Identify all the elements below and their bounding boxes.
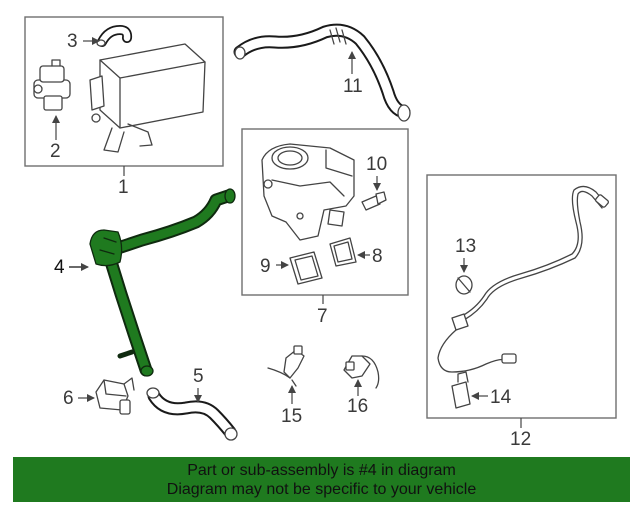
part-10-bolt[interactable] bbox=[361, 191, 387, 211]
part-9-gasket[interactable] bbox=[289, 251, 323, 285]
info-banner: Part or sub-assembly is #4 in diagram Di… bbox=[13, 457, 630, 502]
canister bbox=[89, 43, 206, 153]
callout-5: 5 bbox=[193, 366, 204, 387]
part-11-hose[interactable] bbox=[233, 23, 411, 122]
callout-16: 16 bbox=[347, 396, 368, 417]
banner-line-1: Part or sub-assembly is #4 in diagram bbox=[187, 461, 456, 479]
sensor-line-assembly bbox=[437, 185, 609, 373]
callout-11: 11 bbox=[343, 76, 363, 97]
callout-7: 7 bbox=[317, 306, 328, 327]
callout-3: 3 bbox=[67, 31, 78, 52]
part-6-bracket[interactable] bbox=[95, 377, 135, 415]
parts-diagram: 1 3 2 11 7 bbox=[24, 16, 617, 450]
part-8-gasket[interactable] bbox=[329, 237, 357, 267]
part-2-valve[interactable] bbox=[33, 59, 71, 111]
callout-4: 4 bbox=[54, 257, 65, 278]
part-3-hose[interactable] bbox=[96, 25, 133, 47]
callout-2: 2 bbox=[50, 141, 61, 162]
part-16-fitting[interactable] bbox=[343, 355, 380, 389]
callout-13: 13 bbox=[455, 236, 476, 257]
banner-line-2: Diagram may not be specific to your vehi… bbox=[166, 480, 477, 498]
callout-9: 9 bbox=[260, 256, 271, 277]
callout-15: 15 bbox=[281, 406, 302, 427]
callout-10: 10 bbox=[366, 154, 387, 175]
part-13-clip[interactable] bbox=[455, 275, 473, 295]
part-4-highlighted-tube[interactable] bbox=[89, 188, 236, 377]
part-14-connector[interactable] bbox=[451, 371, 471, 409]
callout-14: 14 bbox=[490, 387, 512, 408]
group-box-7 bbox=[241, 128, 409, 296]
callout-12: 12 bbox=[510, 429, 531, 450]
callout-1: 1 bbox=[118, 177, 129, 198]
separator-housing bbox=[261, 143, 355, 241]
part-5-hose[interactable] bbox=[146, 387, 238, 441]
part-15-fitting[interactable] bbox=[267, 345, 305, 387]
group-box-12 bbox=[426, 174, 617, 419]
callout-8: 8 bbox=[372, 246, 383, 267]
callout-6: 6 bbox=[63, 388, 74, 409]
